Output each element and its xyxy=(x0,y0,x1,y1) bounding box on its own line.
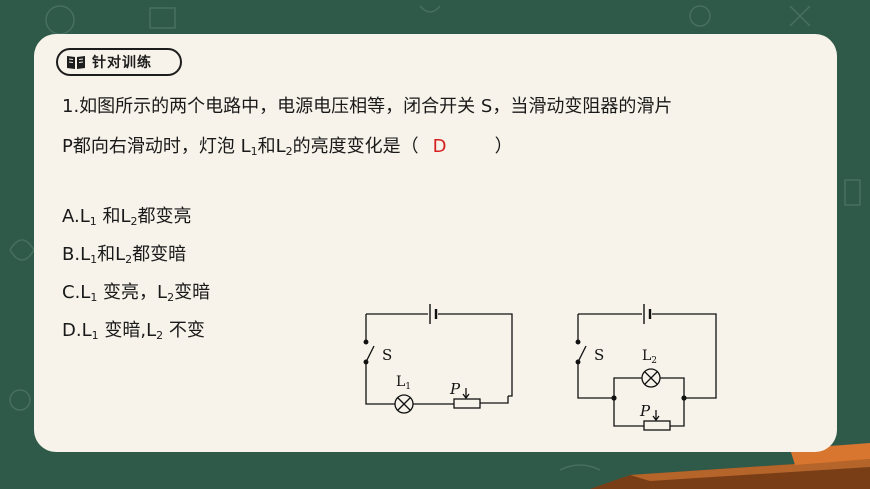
question-text: ） xyxy=(494,136,513,157)
question-text: 和L xyxy=(257,136,286,157)
badge-label: 针对训练 xyxy=(92,55,152,71)
battery-icon xyxy=(429,304,438,324)
open-book-icon xyxy=(67,56,85,69)
question-text: 的亮度变化是（ xyxy=(292,136,419,157)
content-card: 针对训练 1.如图所示的两个电路中，电源电压相等，闭合开关 S，当滑动变阻器的滑… xyxy=(34,34,837,452)
lamp-icon xyxy=(394,394,414,414)
circuit-diagram-2: S L2 P xyxy=(575,304,717,431)
junction-dot xyxy=(681,395,687,401)
section-badge: 针对训练 xyxy=(56,48,182,76)
question-text: P都向右滑动时，灯泡 L xyxy=(62,136,251,157)
subscript: 1 xyxy=(250,145,258,158)
rheostat-icon xyxy=(643,410,671,431)
lamp-icon xyxy=(641,368,661,388)
answer-text: D xyxy=(432,136,447,157)
lamp-label: L1 xyxy=(396,374,411,392)
option-b: B.L1和L2都变暗 xyxy=(62,244,187,266)
subscript: 2 xyxy=(285,145,293,158)
option-c: C.L1 变亮，L2变暗 xyxy=(62,282,211,304)
question-line-2: P都向右滑动时，灯泡 L1和L2的亮度变化是（ D ） xyxy=(62,134,513,165)
circuit-diagram-1: S L1 P xyxy=(363,304,513,414)
option-d: D.L1 变暗,L2 不变 xyxy=(62,320,205,342)
switch-icon xyxy=(575,339,587,365)
switch-label: S xyxy=(382,346,392,364)
battery-icon xyxy=(643,304,652,324)
slider-label: P xyxy=(639,402,651,420)
option-a: A.L1 和L2都变亮 xyxy=(62,206,192,228)
switch-label: S xyxy=(594,346,604,364)
lamp-label: L2 xyxy=(642,348,657,366)
junction-dot xyxy=(611,395,617,401)
question-line-1: 1.如图所示的两个电路中，电源电压相等，闭合开关 S，当滑动变阻器的滑片 xyxy=(62,96,673,117)
slider-label: P xyxy=(449,380,461,398)
switch-icon xyxy=(363,339,375,365)
rheostat-icon xyxy=(453,388,509,409)
